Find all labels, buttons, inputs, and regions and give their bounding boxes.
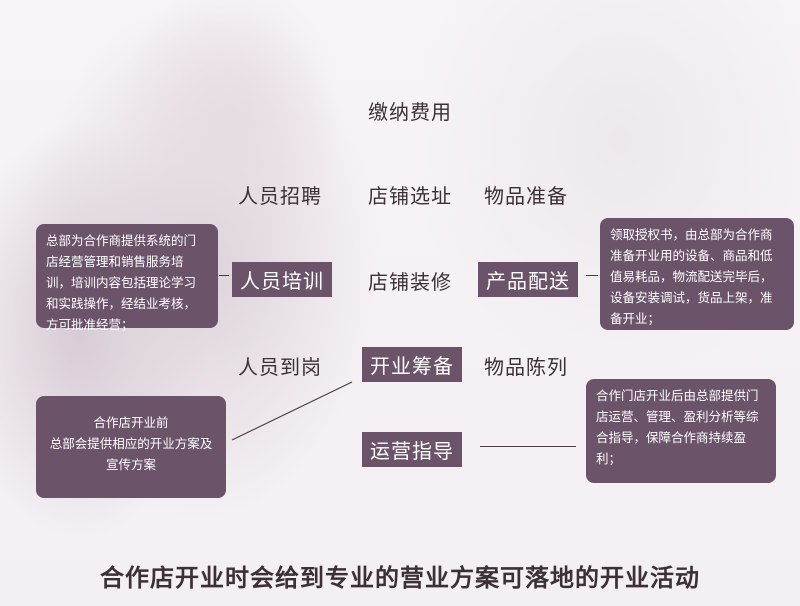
opening-info-line1: 合作店开业前 xyxy=(93,415,169,430)
node-staff-arrival: 人员到岗 xyxy=(238,355,322,379)
node-operations-guidance: 运营指导 xyxy=(362,432,462,467)
operations-info-box: 合作门店开业后由总部提供门店运营、管理、盈利分析等综合指导，保障合作商持续盈利； xyxy=(586,379,776,483)
connector-training xyxy=(219,275,229,276)
node-site-selection: 店铺选址 xyxy=(368,184,452,208)
node-opening-prep: 开业筹备 xyxy=(362,347,462,382)
opening-info-box: 合作店开业前 总部会提供相应的开业方案及宣传方案 xyxy=(36,396,226,498)
node-goods-prep: 物品准备 xyxy=(484,184,568,208)
node-recruit: 人员招聘 xyxy=(238,184,322,208)
node-delivery: 产品配送 xyxy=(478,262,578,297)
connector-operations xyxy=(480,446,576,447)
node-pay-fees: 缴纳费用 xyxy=(368,100,452,124)
delivery-info-box: 领取授权书，由总部为合作商准备开业用的设备、商品和低值易耗品，物流配送完毕后，设… xyxy=(600,218,794,330)
opening-info-line2: 总部会提供相应的开业方案及宣传方案 xyxy=(49,436,213,472)
node-decoration: 店铺装修 xyxy=(368,270,452,294)
connector-delivery xyxy=(586,275,598,276)
training-info-box: 总部为合作商提供系统的门店经营管理和销售服务培训，培训内容包括理论学习和实践操作… xyxy=(36,224,218,332)
node-display: 物品陈列 xyxy=(484,355,568,379)
node-training: 人员培训 xyxy=(232,262,332,297)
footer-caption: 合作店开业时会给到专业的营业方案可落地的开业活动 xyxy=(100,563,700,592)
